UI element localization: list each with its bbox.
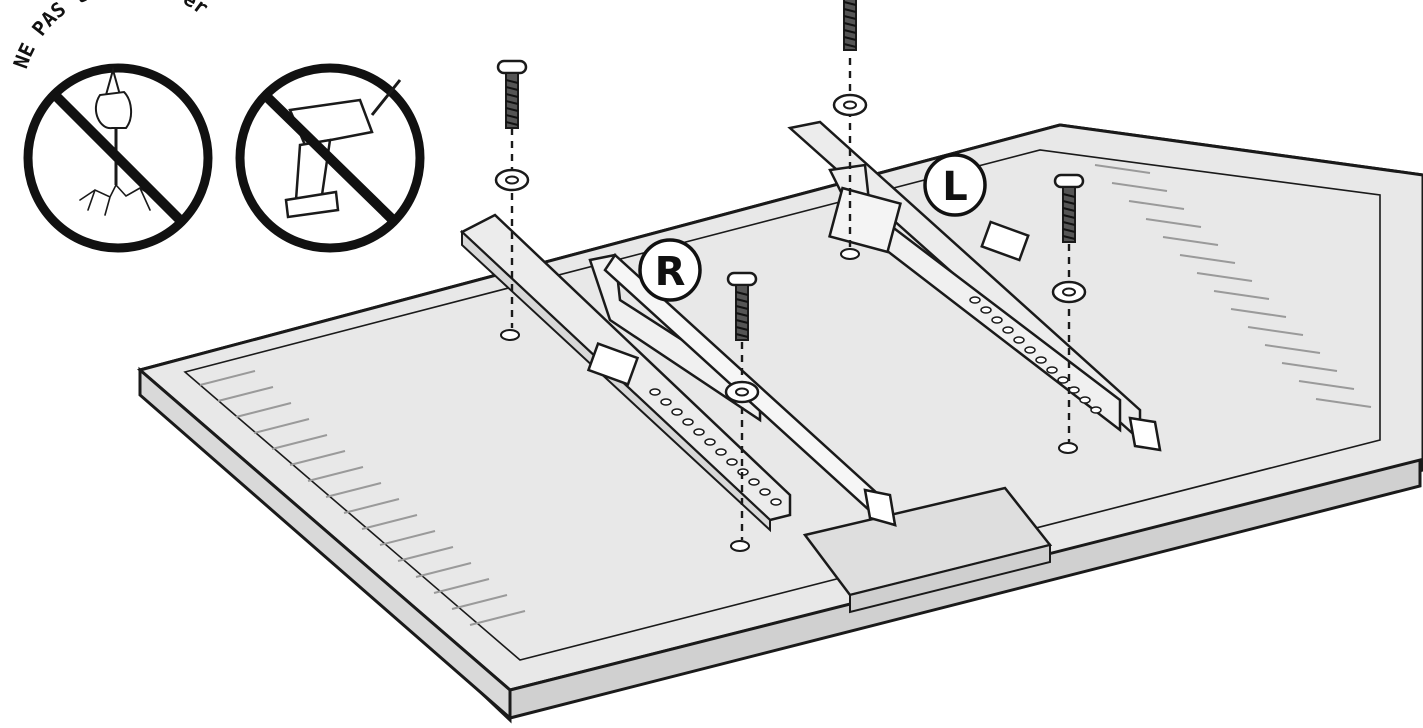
vent-slat (469, 610, 526, 626)
svg-text:L: L (942, 164, 968, 210)
bracket-slot (1024, 346, 1036, 354)
bracket-slot (980, 306, 992, 314)
bracket-slot (1079, 396, 1091, 404)
vent-slat (343, 498, 400, 514)
no-overtighten-icon (23, 63, 213, 253)
vent-slat (397, 546, 454, 562)
svg-text:R: R (655, 249, 686, 295)
bracket-slot (1002, 326, 1014, 334)
bracket-slot (759, 488, 771, 496)
vent-slat (379, 530, 436, 546)
bracket-slot (693, 428, 705, 436)
bracket-slot (671, 408, 683, 416)
vent-slat (361, 514, 418, 530)
vent-slat (1264, 344, 1321, 354)
screw-icon (496, 59, 528, 130)
bracket-slot (1013, 336, 1025, 344)
vent-slat (1230, 308, 1287, 318)
vent-slat (1162, 236, 1219, 246)
vent-slat (325, 482, 382, 498)
vent-slat (1247, 326, 1304, 336)
bracket-slot (770, 498, 782, 506)
bracket-slot (1046, 366, 1058, 374)
vent-slat (451, 594, 508, 610)
vent-slat (1315, 398, 1372, 408)
bracket-slot (726, 458, 738, 466)
vent-slat (433, 578, 490, 594)
vent-slat (1128, 200, 1185, 210)
mounting-hole (500, 329, 520, 341)
vent-slat (1094, 164, 1151, 174)
washer-icon (494, 168, 530, 192)
vent-slats-left (199, 370, 526, 626)
right-bracket-label: R (638, 238, 702, 302)
left-bracket (787, 120, 1162, 452)
no-power-drill-icon (235, 63, 425, 253)
bracket-slot (1035, 356, 1047, 364)
bracket-slot (715, 448, 727, 456)
mounting-hole (730, 540, 750, 552)
screw-icon (834, 0, 866, 52)
vent-slat (1196, 272, 1253, 282)
bracket-slot (1057, 376, 1069, 384)
bracket-slot (649, 388, 661, 396)
vent-slat (1298, 380, 1355, 390)
left-bracket-label: L (923, 153, 987, 217)
vent-slat (289, 450, 346, 466)
vent-slat (1281, 362, 1338, 372)
vent-slats-right (1094, 164, 1372, 408)
vent-slat (253, 418, 310, 434)
mounting-hole (840, 248, 860, 260)
vent-slat (1145, 218, 1202, 228)
washer-icon (724, 380, 760, 404)
vent-slat (1111, 182, 1168, 192)
vent-slat (307, 466, 364, 482)
vent-slat (415, 562, 472, 578)
mounting-hole (1058, 442, 1078, 454)
bracket-slot (748, 478, 760, 486)
bracket-slot (704, 438, 716, 446)
vent-slat (271, 434, 328, 450)
vent-slat (1213, 290, 1270, 300)
bracket-slot (1090, 406, 1102, 414)
vent-slat (217, 386, 274, 402)
washer-icon (1051, 280, 1087, 304)
bracket-slot (660, 398, 672, 406)
vent-slat (1179, 254, 1236, 264)
bracket-slot (682, 418, 694, 426)
warning-caption: NE PAS trop serrer (8, 0, 213, 71)
bracket-slot (969, 296, 981, 304)
vent-slat (199, 370, 256, 386)
bracket-slot (991, 316, 1003, 324)
washer-icon (832, 93, 868, 117)
bracket-slot (1068, 386, 1080, 394)
vent-slat (235, 402, 292, 418)
